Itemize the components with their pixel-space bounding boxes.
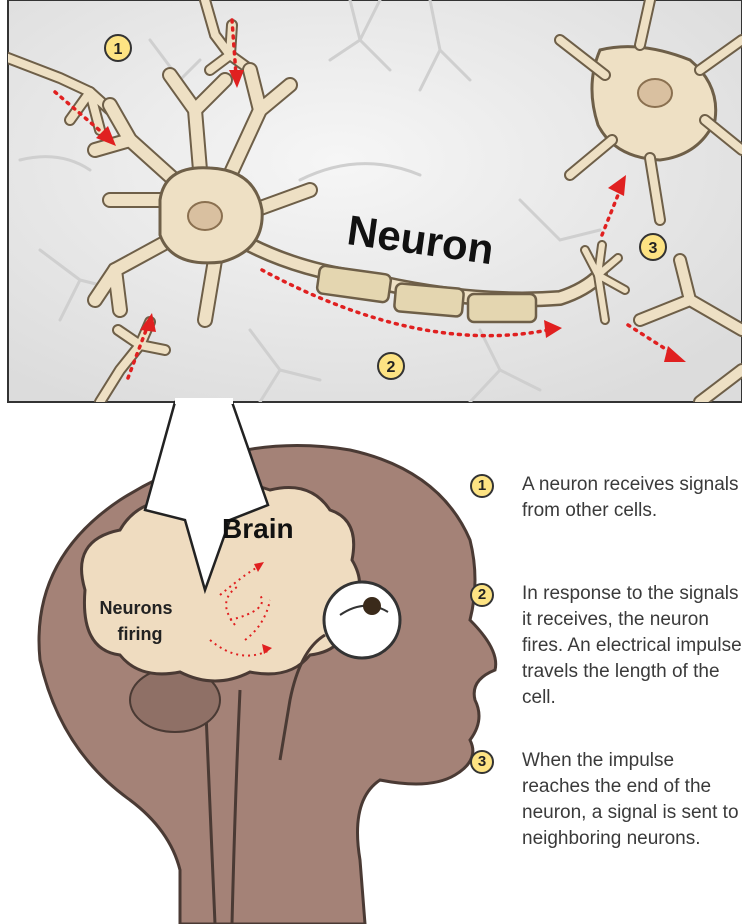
neuron-close-up-panel: Neuron 1 2 3 [0,0,742,402]
step-1-text: A neuron receives signals from other cel… [522,472,742,524]
step-3-number: 3 [470,750,494,774]
head-profile: Brain Neurons firing [39,398,496,924]
marker-2: 2 [378,353,404,379]
step-3-text: When the impulse reaches the end of the … [522,748,742,852]
main-neuron-cell-body [160,168,262,263]
svg-text:1: 1 [114,41,123,58]
myelin-sheath-3 [468,294,536,322]
svg-text:3: 3 [649,240,658,257]
step-2-number: 2 [470,583,494,607]
step-2-text: In response to the signals it receives, … [522,581,742,711]
step-1-number: 1 [470,474,494,498]
marker-3: 3 [640,234,666,260]
marker-1: 1 [105,35,131,61]
main-neuron-nucleus [188,202,222,230]
neurons-firing-label-line2: firing [118,624,163,644]
eye [324,582,400,658]
myelin-sheath-2 [394,283,464,317]
neurons-firing-label-line1: Neurons [99,598,172,618]
brain-label: Brain [222,513,294,544]
svg-text:2: 2 [387,359,396,376]
